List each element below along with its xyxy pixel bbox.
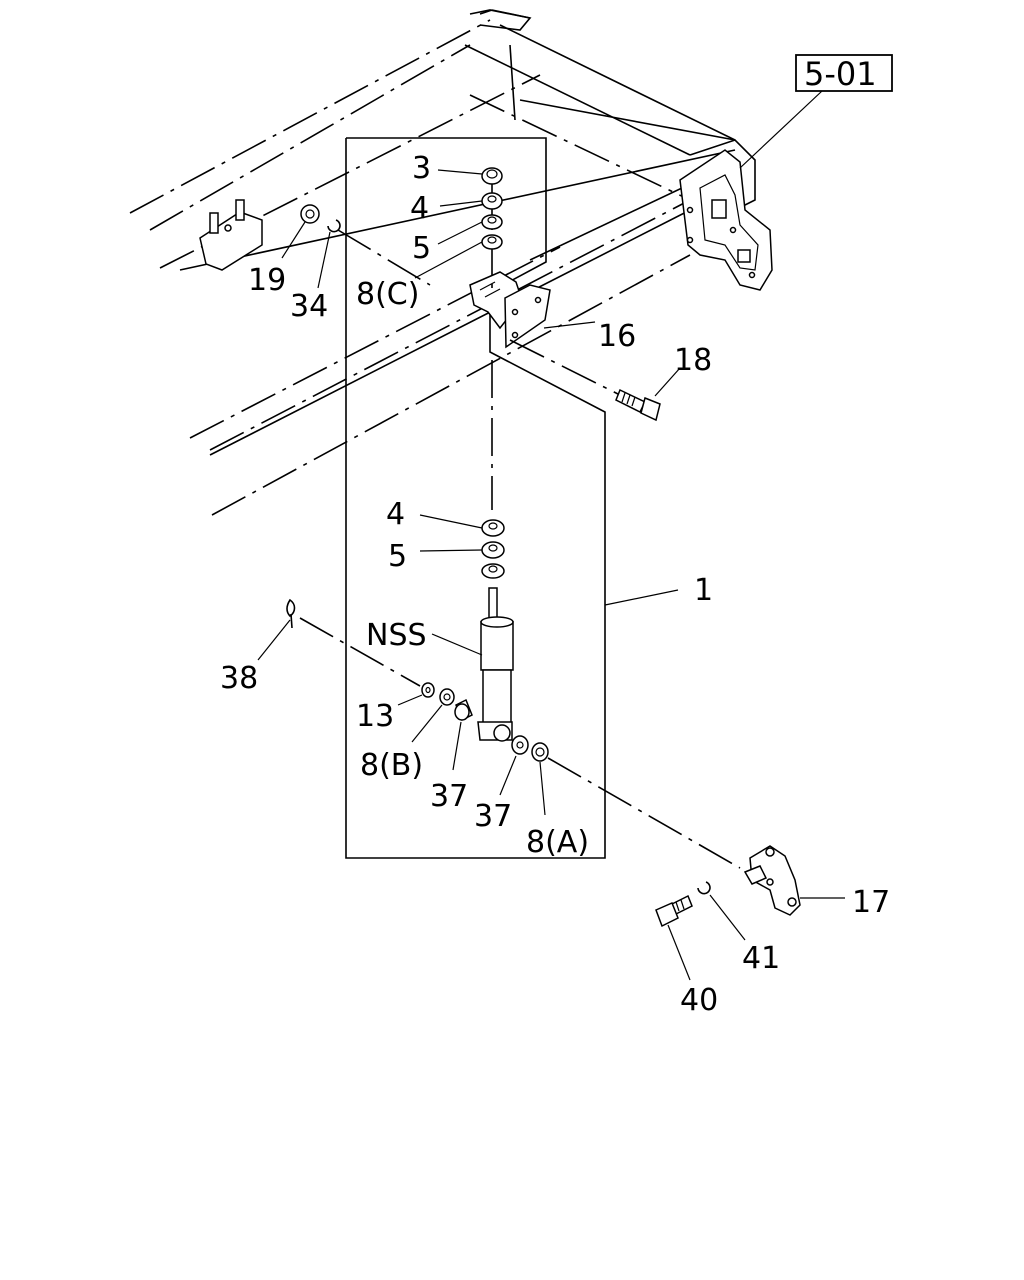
- nut-3: [481, 167, 503, 185]
- washer-13: [421, 682, 435, 698]
- bushing-37-left: [454, 698, 473, 722]
- washer-8b: [439, 688, 455, 706]
- lower-hardware-right: [511, 735, 741, 869]
- cushion-5-upper: [481, 214, 503, 230]
- upper-hardware-stack: [481, 167, 503, 290]
- callout-19: 19: [248, 263, 286, 298]
- callout-37-right: 37: [474, 799, 512, 834]
- callout-4-upper: 4: [410, 191, 429, 226]
- bolt-40: [655, 894, 693, 928]
- callout-3: 3: [412, 151, 431, 186]
- bushing-37-right: [511, 735, 529, 755]
- callout-17: 17: [852, 885, 890, 920]
- callout-18: 18: [674, 343, 712, 378]
- cushion-4-upper: [481, 192, 503, 210]
- lock-washer-34: [327, 219, 341, 233]
- callout-labels: 3 4 5 8(C) 19 34 16 18 4 5 1 NSS 38 13 8…: [220, 151, 890, 1018]
- callout-16: 16: [598, 319, 636, 354]
- callout-1: 1: [694, 573, 713, 608]
- frame-bracket-left: [199, 199, 263, 271]
- lower-hardware-left: [299, 617, 473, 722]
- callout-40: 40: [680, 983, 718, 1018]
- shock-absorber: [477, 360, 514, 742]
- leader-lines: [257, 169, 845, 981]
- cotter-pin-38: [286, 598, 296, 629]
- upper-shock-bracket: [469, 271, 551, 349]
- lower-axle-bracket: [743, 845, 801, 916]
- reference-box: 5-01: [739, 54, 893, 169]
- assembly-outline: [345, 137, 606, 859]
- callout-5-upper: 5: [412, 231, 431, 266]
- reference-label: 5-01: [804, 55, 877, 93]
- frame-bracket-right: [679, 149, 773, 291]
- washer-lower: [481, 563, 505, 579]
- cushion-4-lower: [481, 519, 505, 537]
- callout-4-lower: 4: [386, 497, 405, 532]
- nut-19: [300, 204, 320, 224]
- bolt-18: [509, 339, 661, 422]
- callout-nss: NSS: [366, 618, 427, 653]
- callout-8b: 8(B): [360, 748, 423, 783]
- callout-8c: 8(C): [356, 277, 419, 312]
- callout-8a: 8(A): [526, 825, 589, 860]
- callout-41: 41: [742, 941, 780, 976]
- callout-34: 34: [290, 289, 328, 324]
- callout-38: 38: [220, 661, 258, 696]
- washer-8c: [481, 234, 503, 250]
- cushion-5-lower: [481, 541, 505, 559]
- washer-8a: [531, 742, 549, 762]
- lock-washer-41: [697, 881, 711, 895]
- callout-13: 13: [356, 699, 394, 734]
- callout-37-left: 37: [430, 779, 468, 814]
- callout-5-lower: 5: [388, 539, 407, 574]
